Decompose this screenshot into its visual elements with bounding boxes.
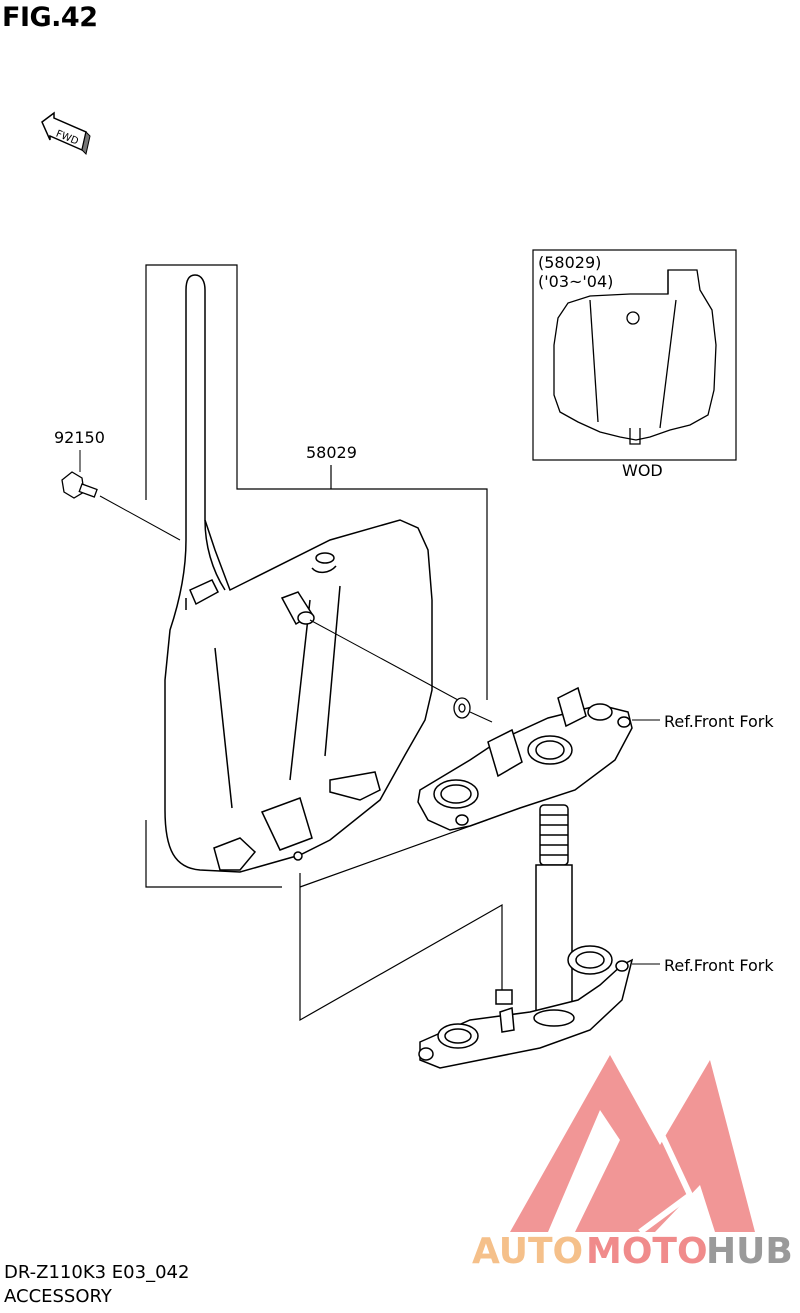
inset-plate-drawing: [553, 269, 717, 445]
watermark-moto: MOTO: [586, 1231, 708, 1272]
number-plate-drawing: [164, 274, 433, 873]
upper-bracket-drawing: [417, 686, 633, 831]
inset-part-ref: (58029): [538, 253, 601, 272]
fwd-arrow-icon: FWD: [41, 111, 91, 155]
inset-years: ('03~'04): [538, 272, 613, 291]
watermark-text: AUTO MOTO HUB: [472, 1231, 793, 1272]
callout-ref-lower: Ref.Front Fork: [664, 956, 774, 975]
footer-section-name: ACCESSORY: [4, 1286, 112, 1307]
callout-bolt: 92150: [54, 428, 105, 447]
watermark-auto: AUTO: [472, 1231, 583, 1272]
footer-model-code: DR-Z110K3 E03_042: [4, 1262, 190, 1283]
watermark-hub: HUB: [706, 1231, 793, 1272]
bolt-icon: [61, 471, 98, 499]
watermark-logo: [510, 1055, 755, 1235]
callout-ref-upper: Ref.Front Fork: [664, 712, 774, 731]
bracket-lines: [145, 264, 503, 1022]
inset-wod-label: WOD: [622, 461, 663, 480]
lower-bracket-drawing: [418, 804, 634, 1069]
callout-number-plate: 58029: [306, 443, 357, 462]
figure-title: FIG.42: [2, 2, 98, 33]
inset-box: (58029) ('03~'04) WOD: [532, 249, 737, 480]
watermark-mark-icon: [510, 1055, 755, 1232]
washer-icon: [453, 697, 471, 719]
